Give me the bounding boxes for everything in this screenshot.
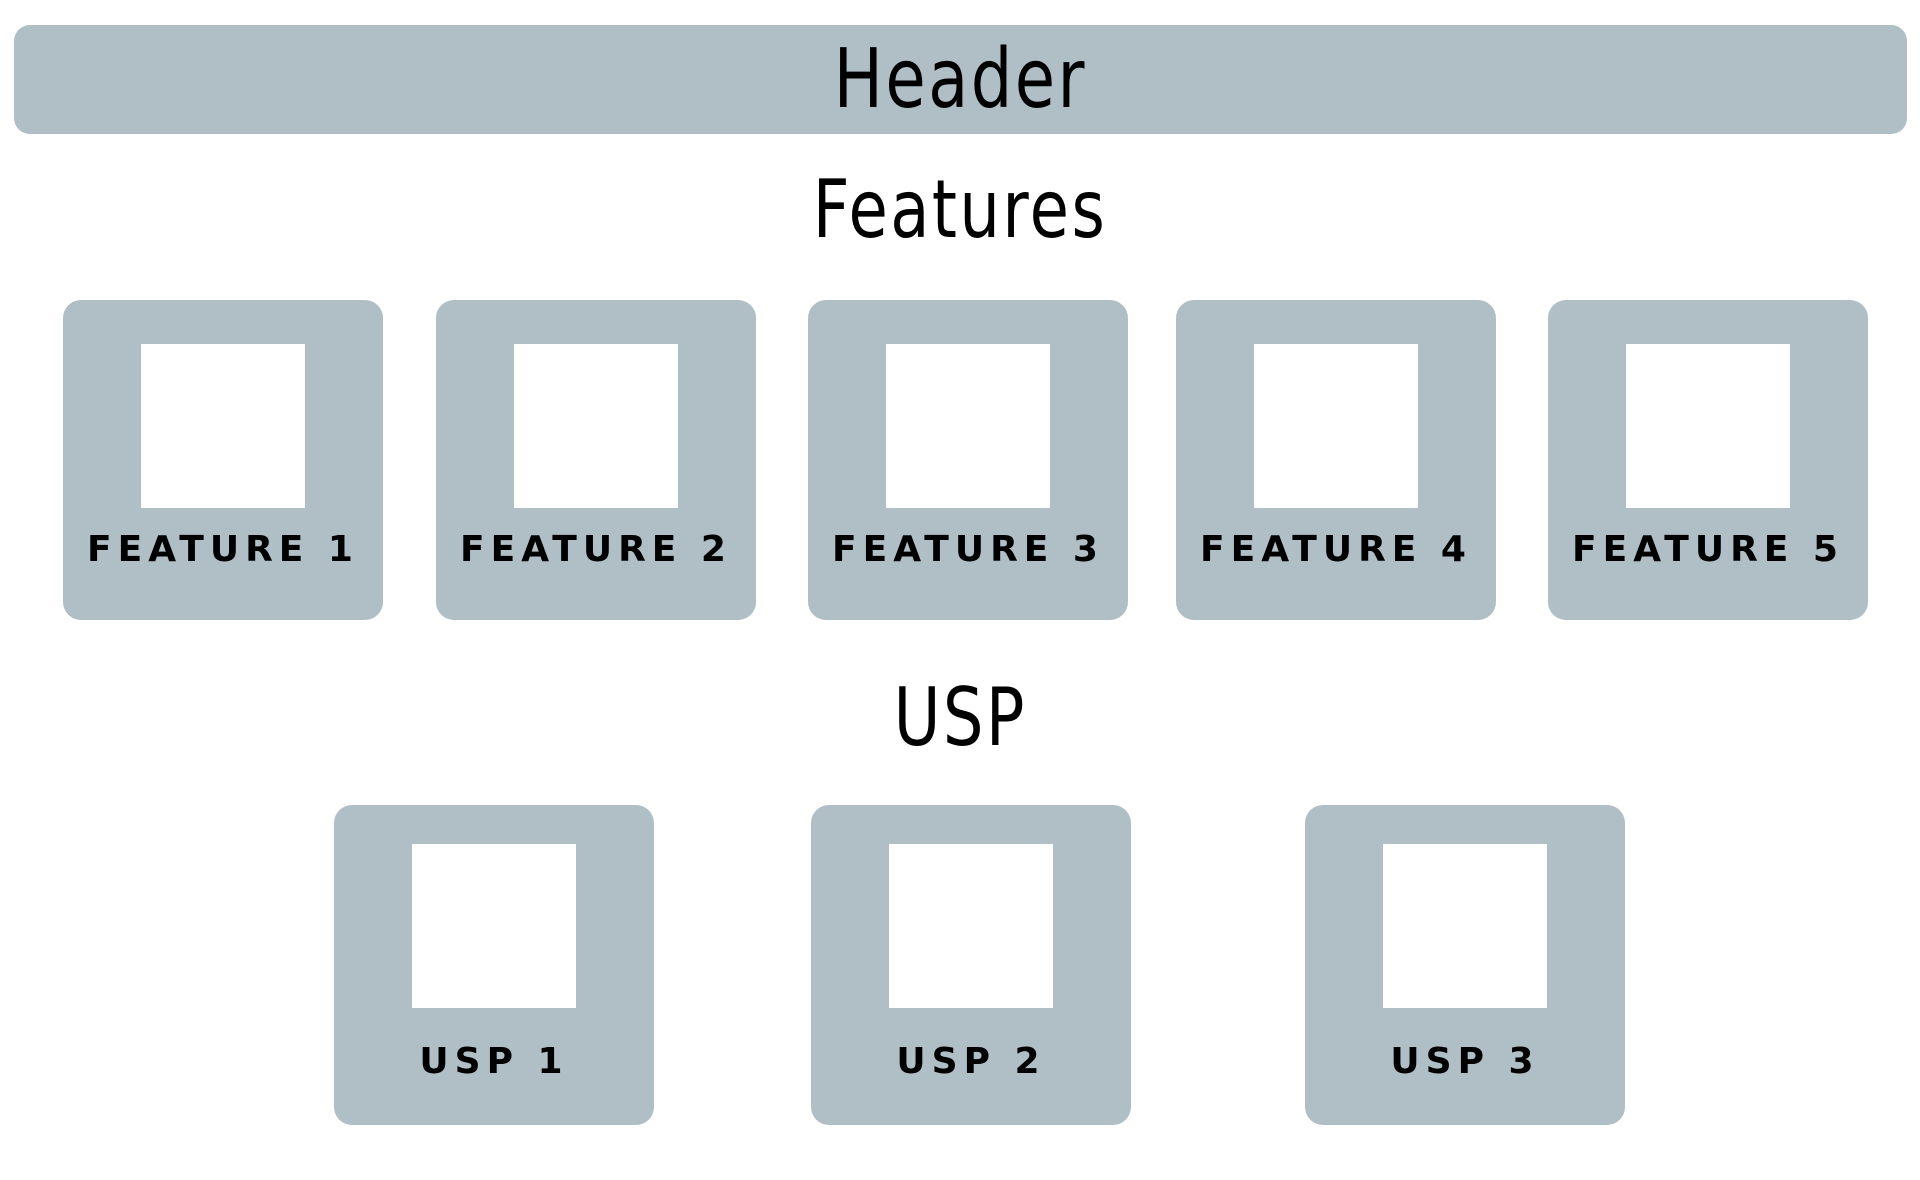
- usp-image-placeholder: [1383, 844, 1547, 1008]
- feature-card-5: FEATURE 5: [1548, 300, 1868, 620]
- usp-title-text: USP: [893, 671, 1027, 764]
- feature-card-1: FEATURE 1: [63, 300, 383, 620]
- feature-image-placeholder: [1626, 344, 1790, 508]
- feature-label: FEATURE 5: [1572, 529, 1844, 570]
- usp-card-1: USP 1: [334, 805, 654, 1125]
- feature-label: FEATURE 3: [832, 529, 1104, 570]
- usp-card-2: USP 2: [811, 805, 1131, 1125]
- feature-label: FEATURE 4: [1200, 529, 1472, 570]
- feature-image-placeholder: [141, 344, 305, 508]
- feature-image-placeholder: [886, 344, 1050, 508]
- features-title-text: Features: [812, 163, 1108, 256]
- header-title: Header: [833, 31, 1088, 127]
- usp-label: USP 3: [1390, 1041, 1540, 1082]
- header-bar: Header: [14, 25, 1907, 134]
- features-section-title: Features: [0, 170, 1920, 250]
- feature-label: FEATURE 2: [460, 529, 732, 570]
- usp-label: USP 1: [419, 1041, 569, 1082]
- feature-card-3: FEATURE 3: [808, 300, 1128, 620]
- feature-image-placeholder: [514, 344, 678, 508]
- usp-card-3: USP 3: [1305, 805, 1625, 1125]
- usp-image-placeholder: [412, 844, 576, 1008]
- usp-image-placeholder: [889, 844, 1053, 1008]
- feature-card-4: FEATURE 4: [1176, 300, 1496, 620]
- usp-label: USP 2: [896, 1041, 1046, 1082]
- feature-label: FEATURE 1: [87, 529, 359, 570]
- feature-card-2: FEATURE 2: [436, 300, 756, 620]
- feature-image-placeholder: [1254, 344, 1418, 508]
- usp-section-title: USP: [0, 678, 1920, 758]
